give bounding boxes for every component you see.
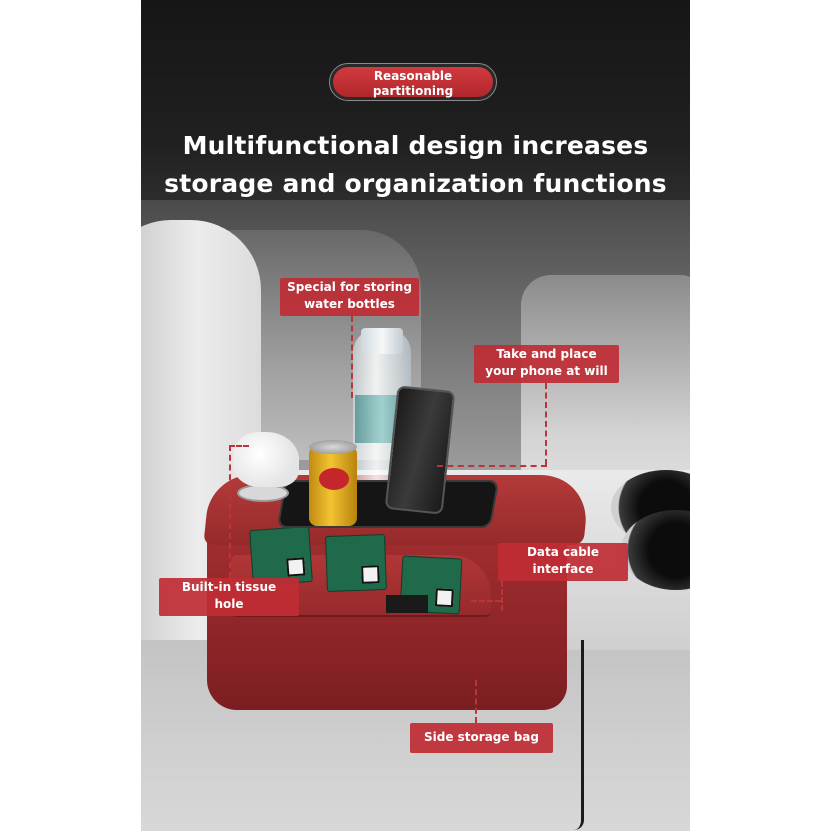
callout-data-cable: Data cable interface [498,543,628,581]
callout-phone: Take and place your phone at will [474,345,619,383]
callout-text: water bottles [304,297,395,311]
leader-line [545,383,547,465]
callout-text: hole [214,597,244,611]
leader-line [471,600,501,602]
product-poster: Reasonable partitioning Multifunctional … [141,0,690,831]
badge-line-1: Reasonable [373,69,453,83]
headline-line-1: Multifunctional design increases [182,131,649,160]
data-cable [567,640,584,830]
brand-tag [386,595,428,613]
headline-line-2: storage and organization functions [164,169,667,198]
callout-text: your phone at will [485,364,608,378]
partitioning-badge: Reasonable partitioning [329,63,497,101]
leader-line [229,445,231,578]
leader-line [437,465,547,467]
leader-line [501,581,503,611]
leader-line [475,680,477,723]
callout-text: Side storage bag [424,730,539,744]
rear-seat-right [521,275,690,505]
callout-tissue-hole: Built-in tissue hole [159,578,299,616]
drink-can-logo [319,468,349,490]
leader-line [351,316,353,398]
callout-side-storage-bag: Side storage bag [410,723,553,753]
tissue [233,432,299,487]
qr-code-icon [361,565,380,584]
callout-text: Data cable [526,545,600,559]
callout-text: Special for storing [287,280,412,294]
qr-code-icon [434,588,454,608]
bottle-cap [361,328,403,354]
qr-code-icon [286,557,306,577]
callout-text: interface [532,562,594,576]
callout-text: Built-in tissue [181,580,277,594]
leader-line [229,445,249,447]
badge-line-2: partitioning [372,84,454,98]
callout-text: Take and place [496,347,597,361]
drink-can-top [309,440,357,454]
callout-water-bottles: Special for storing water bottles [280,278,419,316]
storage-card [325,533,387,593]
